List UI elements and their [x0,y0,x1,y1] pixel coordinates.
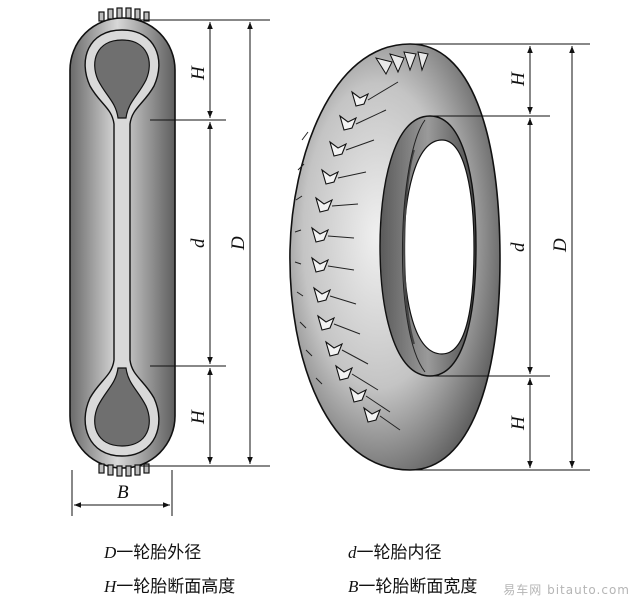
section-lower-chamber [94,367,150,447]
watermark: 易车网 bitauto.com [503,583,630,597]
tire-tread-pattern [311,90,382,423]
section-tread-bottom [98,463,150,477]
section-label-d: d [188,238,209,248]
tire-shoulder-blocks [374,51,429,76]
section-label-H-top: H [188,65,209,81]
tire-sipes [294,81,401,431]
tire-view: H d H D [289,43,590,471]
section-label-D: D [228,236,249,251]
legend-text: 一轮胎断面宽度 [358,577,478,597]
legend-symbol: H [104,577,117,596]
legend-item-section-height: H一轮胎断面高度 [104,572,235,597]
legend-text: 一轮胎断面高度 [116,577,236,597]
section-view: H d H D B [69,7,270,516]
section-upper-chamber [94,39,150,119]
legend-symbol: d [348,543,357,562]
tire-bead-inner [403,139,475,355]
section-tread-top [98,7,150,22]
legend-item-outer-diameter: D一轮胎外径 [104,538,201,563]
section-carcass [84,29,160,457]
legend-item-section-width: B一轮胎断面宽度 [348,572,477,597]
tire-label-H-top: H [508,71,529,87]
legend-symbol: D [104,543,117,562]
legend-symbol: B [348,577,359,596]
tire-label-H-bottom: H [508,415,529,431]
legend-text: 一轮胎外径 [116,543,202,563]
section-label-H-bottom: H [188,409,209,425]
section-label-B: B [117,482,129,503]
tire-label-D: D [550,238,571,253]
legend-text: 一轮胎内径 [356,543,442,563]
legend-item-inner-diameter: d一轮胎内径 [348,538,442,563]
tire-bead-shadow [403,149,415,345]
tire-label-d: d [508,242,529,252]
